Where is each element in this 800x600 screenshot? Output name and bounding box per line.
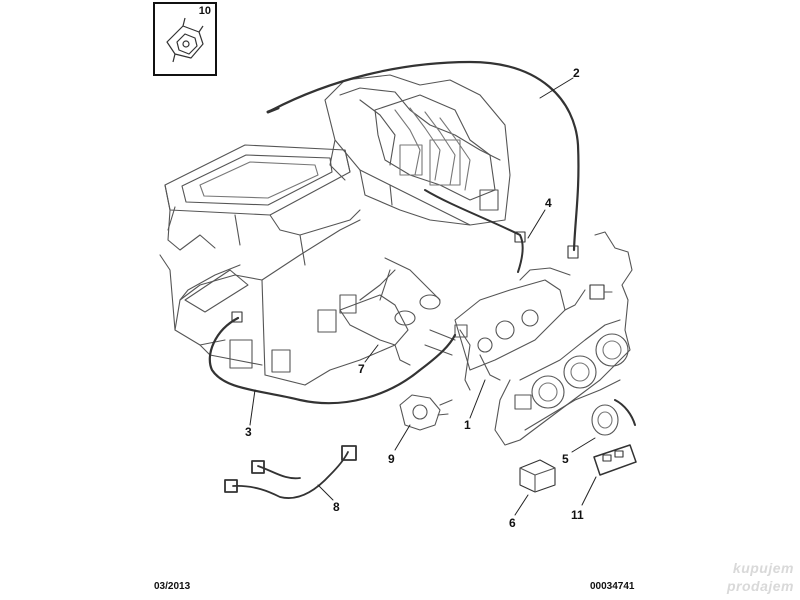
heater-housing: [159, 144, 396, 386]
callout-3: 3: [245, 425, 252, 439]
callout-9: 9: [388, 452, 395, 466]
callout-1: 1: [464, 418, 471, 432]
knob-5: [591, 399, 636, 436]
cable-2: [270, 60, 580, 252]
callout-11: 11: [571, 508, 584, 522]
wiring-harness-8: [224, 445, 357, 499]
callout-5: 5: [562, 452, 569, 466]
callout-8: 8: [333, 500, 340, 514]
control-mechanism: [424, 267, 586, 391]
cable-3: [208, 316, 457, 405]
callout-4: 4: [545, 196, 552, 210]
callout-2: 2: [573, 66, 580, 80]
control-panel: [494, 231, 633, 446]
clip-part-icon: [166, 17, 204, 63]
watermark: kupujem prodajem: [690, 558, 800, 600]
inset-number: 10: [198, 5, 211, 17]
switch-panel-11: [593, 444, 637, 476]
leader-lines: [249, 77, 597, 516]
diagram-date: 03/2013: [154, 581, 191, 592]
cover-6: [519, 459, 556, 493]
cable-4: [424, 189, 524, 273]
inset-box-part-10: 10: [153, 2, 217, 76]
actuator-9: [399, 394, 453, 431]
blower-unit: [324, 74, 511, 226]
callout-6: 6: [509, 516, 516, 530]
watermark-line-2: prodajem: [726, 578, 794, 594]
linkage-bracket: [339, 257, 441, 366]
watermark-line-1: kupujem: [732, 560, 794, 576]
diagram-reference: 00034741: [590, 581, 635, 592]
callout-7: 7: [358, 362, 365, 376]
